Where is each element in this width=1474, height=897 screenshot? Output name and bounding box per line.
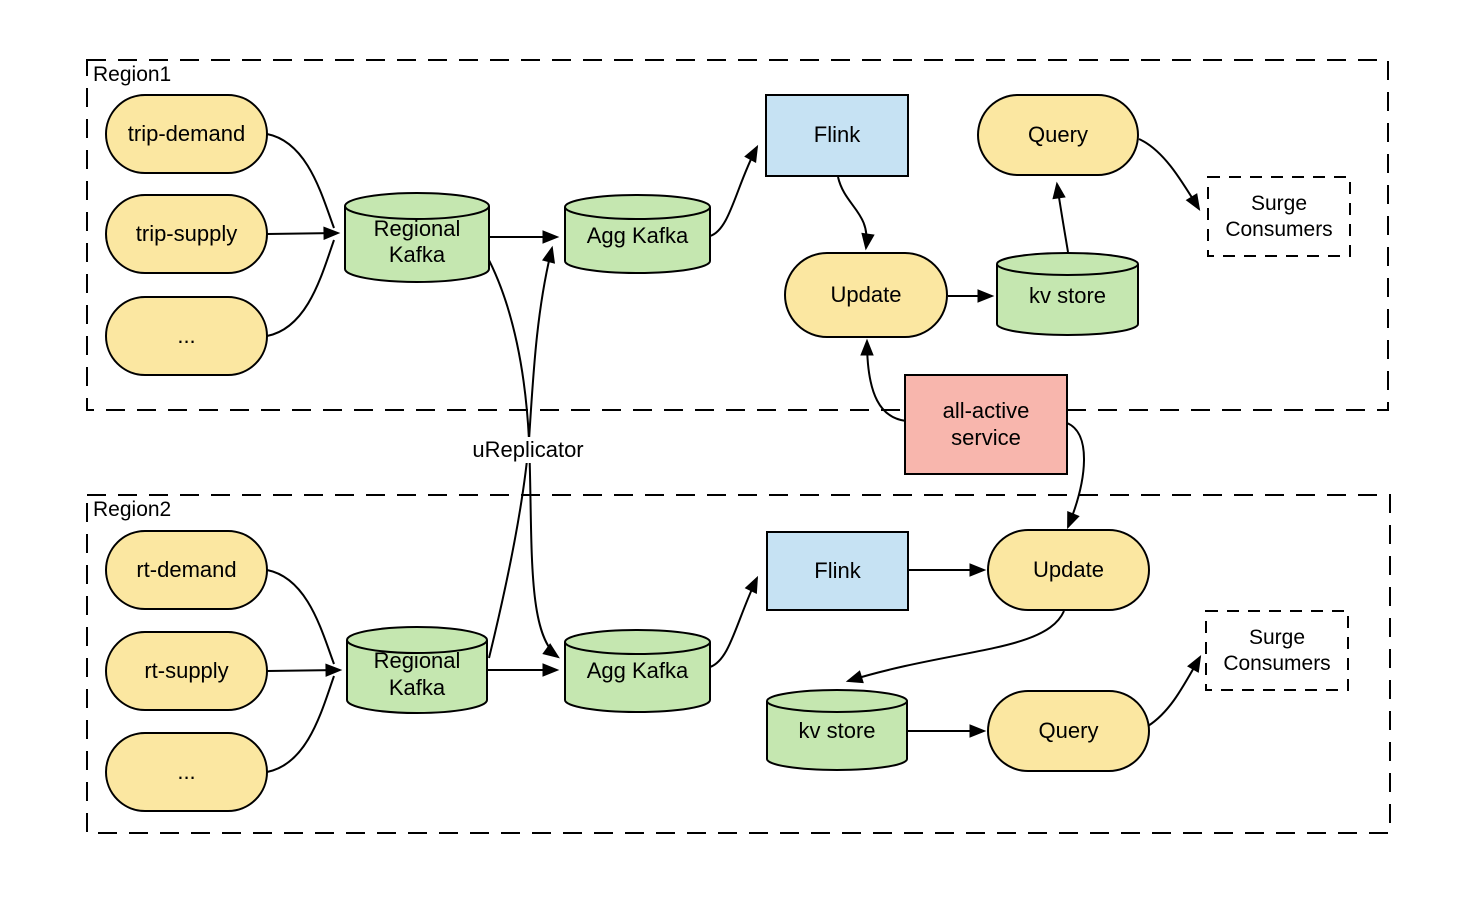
regional-kafka1-top xyxy=(344,192,490,220)
node-trip-supply xyxy=(105,194,268,274)
node-topic-dots1 xyxy=(105,296,268,376)
arrow-query2-to-surge-consumers2 xyxy=(1147,654,1202,727)
node-agg-kafka2-cylinder xyxy=(564,629,711,713)
agg-kafka1-body xyxy=(564,207,711,274)
node-update1 xyxy=(784,252,948,338)
arrow-query1-to-surge-consumers1 xyxy=(1138,138,1201,212)
node-all-active-service xyxy=(904,374,1068,475)
node-topic-dots2 xyxy=(105,732,268,812)
agg-kafka1-top xyxy=(564,194,711,220)
arrow-agg-kafka2-to-flink2 xyxy=(709,575,759,668)
node-update2 xyxy=(987,529,1150,611)
node-kv-store2-cylinder xyxy=(766,689,908,771)
regional-kafka2-body xyxy=(346,640,488,714)
regional-kafka1-body xyxy=(344,206,490,283)
arrow-rt-supply-to-regional-kafka2 xyxy=(266,663,343,677)
arrow-kv-store1-to-query1 xyxy=(1052,181,1069,253)
arrow-topic-dots2-to-regional-kafka2 xyxy=(266,675,335,773)
kv-store1-top xyxy=(996,252,1139,276)
region1-boundary xyxy=(86,59,1389,411)
region2-boundary xyxy=(86,494,1391,834)
arrow-all-active-service-to-update2 xyxy=(1066,422,1085,530)
node-query2 xyxy=(987,690,1150,772)
node-kv-store1-cylinder xyxy=(996,252,1139,336)
agg-kafka2-top xyxy=(564,629,711,655)
node-query1 xyxy=(977,94,1139,176)
node-rt-supply xyxy=(105,631,268,711)
arrow-flink1-to-update1 xyxy=(837,176,875,251)
arrow-rt-demand-to-regional-kafka2 xyxy=(266,569,335,665)
kv-store2-body xyxy=(766,701,908,771)
node-flink1 xyxy=(765,94,909,177)
arrow-topic-dots1-to-regional-kafka1 xyxy=(266,239,335,337)
arrow-trip-demand-to-regional-kafka1 xyxy=(266,133,335,229)
arrow-agg-kafka1-to-flink1 xyxy=(709,144,759,237)
arrow-ureplicator-regional-kafka1-to-agg-kafka2 xyxy=(482,248,560,659)
regional-kafka2-top xyxy=(346,626,488,654)
node-flink2 xyxy=(766,531,909,611)
arrow-ureplicator-regional-kafka2-to-agg-kafka1 xyxy=(488,245,556,659)
node-rt-demand xyxy=(105,530,268,610)
node-surge-consumers1 xyxy=(1207,176,1351,257)
arrow-trip-supply-to-regional-kafka1 xyxy=(266,226,341,240)
agg-kafka2-body xyxy=(564,642,711,713)
arrow-all-active-service-to-update1 xyxy=(860,338,907,422)
node-regional-kafka1-cylinder xyxy=(344,192,490,283)
node-surge-consumers2 xyxy=(1205,610,1349,691)
node-trip-demand xyxy=(105,94,268,174)
kv-store2-top xyxy=(766,689,908,713)
node-agg-kafka1-cylinder xyxy=(564,194,711,274)
node-regional-kafka2-cylinder xyxy=(346,626,488,714)
kv-store1-body xyxy=(996,264,1139,336)
arrow-update2-to-kv-store2 xyxy=(845,610,1065,684)
